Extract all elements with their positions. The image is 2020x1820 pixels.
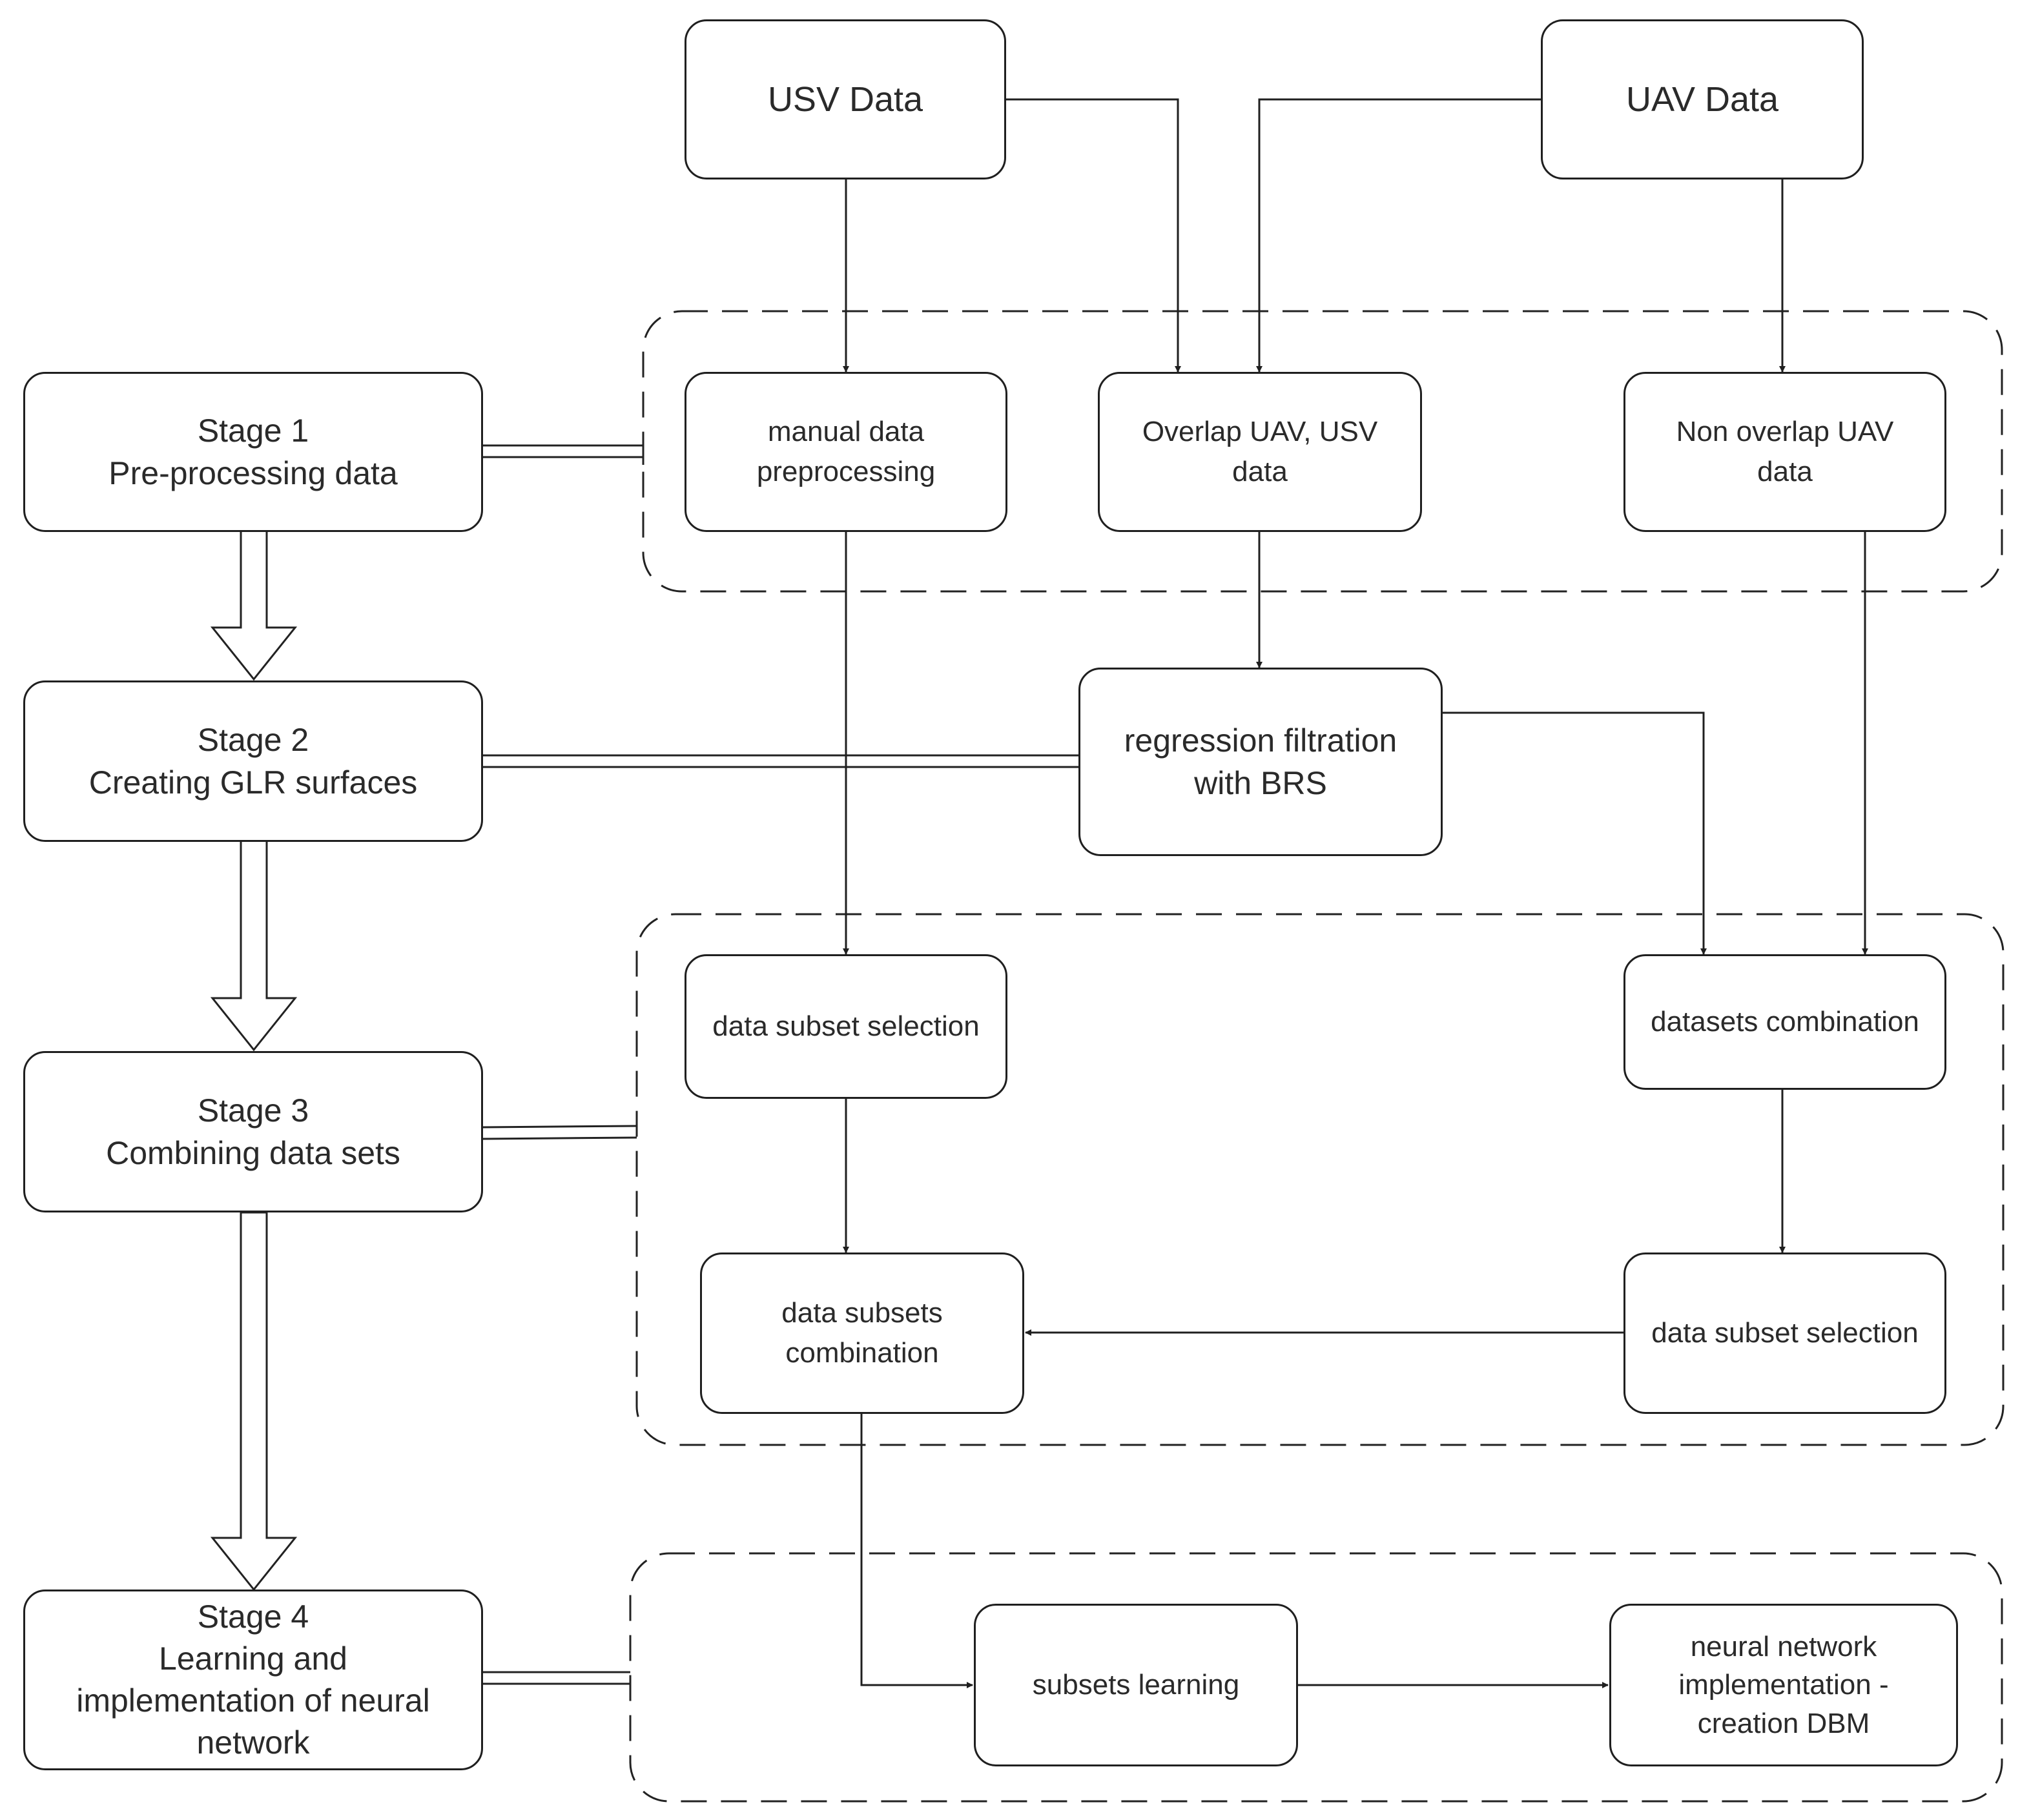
stage-4-box: Stage 4 Learning and implementation of n… (23, 1590, 483, 1770)
stage-4-title: Stage 4 (197, 1599, 309, 1635)
non-overlap-node: Non overlap UAV data (1623, 372, 1946, 532)
regression-label: regression filtration with BRS (1124, 722, 1397, 801)
stage-2-subtitle: Creating GLR surfaces (88, 764, 418, 801)
regression-node: regression filtration with BRS (1078, 668, 1443, 856)
subset-selection-left-label: data subset selection (712, 1010, 980, 1043)
stage-1-title: Stage 1 (197, 413, 309, 449)
stage-3-title: Stage 3 (197, 1092, 309, 1129)
subsets-combination-node: data subsets combination (700, 1253, 1024, 1414)
subsets-learning-node: subsets learning (974, 1604, 1298, 1766)
subsets-learning-label: subsets learning (1032, 1669, 1240, 1701)
edge-usv-to-overlap (1006, 98, 1181, 373)
stage-flow-arrow-3-4 (210, 1211, 298, 1591)
stage-1-subtitle: Pre-processing data (108, 455, 398, 491)
datasets-combination-node: datasets combination (1623, 954, 1946, 1090)
stage-3-box: Stage 3 Combining data sets (23, 1051, 483, 1212)
subsets-combination-label: data subsets combination (781, 1297, 943, 1369)
manual-preprocessing-node: manual data preprocessing (685, 372, 1007, 532)
stage-4-subtitle: Learning and implementation of neural ne… (76, 1641, 430, 1761)
connector-stage-3 (481, 1125, 637, 1140)
non-overlap-label: Non overlap UAV data (1676, 416, 1894, 487)
stage-2-box: Stage 2 Creating GLR surfaces (23, 680, 483, 842)
connector-stage-2 (482, 754, 1078, 768)
usv-data-node: USV Data (685, 19, 1006, 179)
datasets-combination-label: datasets combination (1651, 1006, 1919, 1038)
stage-flow-arrow-2-3 (210, 839, 298, 1052)
uav-data-node: UAV Data (1541, 19, 1864, 179)
stage-flow-arrow-1-2 (210, 529, 298, 681)
edge-uav-to-overlap (1256, 98, 1541, 373)
stage-2-title: Stage 2 (197, 722, 309, 758)
manual-preprocessing-label: manual data preprocessing (756, 416, 936, 487)
subset-selection-left-node: data subset selection (685, 954, 1007, 1099)
group-stage-3 (635, 913, 2005, 1446)
nn-implementation-label: neural network implementation - creation… (1678, 1630, 1889, 1739)
connector-stage-1 (482, 438, 644, 465)
group-stage-4 (629, 1552, 2003, 1803)
stage-1-box: Stage 1 Pre-processing data (23, 372, 483, 532)
usv-data-label: USV Data (767, 80, 923, 119)
stage-3-subtitle: Combining data sets (106, 1135, 400, 1171)
edge-subsets-combination-to-learning (860, 1414, 973, 1688)
overlap-node: Overlap UAV, USV data (1098, 372, 1422, 532)
subset-selection-right-node: data subset selection (1623, 1253, 1946, 1414)
nn-implementation-node: neural network implementation - creation… (1609, 1604, 1958, 1766)
subset-selection-right-label: data subset selection (1651, 1317, 1919, 1349)
edge-regression-to-datasets-combination (1443, 711, 1707, 955)
overlap-label: Overlap UAV, USV data (1142, 416, 1378, 487)
connector-stage-4 (482, 1671, 630, 1685)
uav-data-label: UAV Data (1625, 80, 1779, 119)
